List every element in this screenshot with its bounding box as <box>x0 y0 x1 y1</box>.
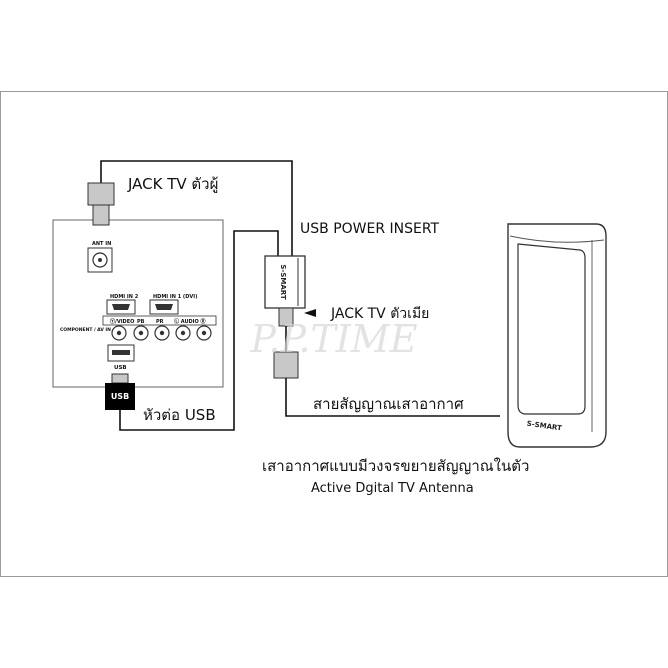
usb-power-insert-brand: S-SMART <box>279 264 287 299</box>
ant-in-label: ANT IN <box>92 241 111 247</box>
jack-tv-female-arrow <box>304 309 316 317</box>
jack-tv-male-plug <box>87 182 115 206</box>
pr-label: PR <box>156 319 164 325</box>
cable-jack-to-insert <box>100 160 293 258</box>
component-av-in-label: COMPONENT / AV IN <box>60 327 111 333</box>
jack-tv-female-plug <box>273 351 299 379</box>
label-usb-power-insert: USB POWER INSERT <box>300 221 440 237</box>
pb-label: PB <box>137 319 145 325</box>
watermark: P.P.TIME <box>250 317 418 361</box>
tv-usb-port-slot <box>112 350 130 355</box>
hdmi-in-1-label: HDMI IN 1 (DVI) <box>153 294 197 300</box>
pb-jack-pin <box>138 330 144 336</box>
usb-plug-metal <box>111 373 129 384</box>
tv-usb-label: USB <box>114 365 127 371</box>
audio-r-jack-pin <box>201 330 207 336</box>
pr-jack-pin <box>159 330 165 336</box>
video-label: Ⓨ/VIDEO <box>110 318 134 325</box>
label-jack-tv-male: JACK TV ตัวผู้ <box>128 175 219 193</box>
hdmi-in-2-slot <box>112 304 130 310</box>
component-av-strip <box>102 315 217 326</box>
antenna-top-rim <box>509 235 605 243</box>
audio-r-jack <box>196 325 212 341</box>
caption-english: Active Dgital TV Antenna <box>311 481 474 496</box>
label-usb-connector: หัวต่อ USB <box>143 406 216 424</box>
jack-tv-male-neck <box>92 204 110 226</box>
caption-thai: เสาอากาศแบบมีวงจรขยายสัญญาณในตัว <box>262 457 530 475</box>
ant-in-ring <box>92 252 108 268</box>
ant-in-socket <box>87 247 113 273</box>
audio-l-jack-pin <box>180 330 186 336</box>
tv-rear-panel <box>52 219 224 388</box>
cable-antenna <box>285 378 500 417</box>
video-jack-pin <box>116 330 122 336</box>
tv-usb-port <box>107 344 135 362</box>
label-jack-tv-female: JACK TV ตัวเมีย <box>331 306 430 322</box>
antenna-face <box>517 243 586 415</box>
antenna-body <box>507 223 607 448</box>
hdmi-in-1-port <box>149 299 179 315</box>
audio-l-jack <box>175 325 191 341</box>
hdmi-in-2-label: HDMI IN 2 <box>110 294 139 300</box>
hdmi-in-1-slot <box>155 304 173 310</box>
label-antenna-cable: สายสัญญาณเสาอากาศ <box>313 395 464 413</box>
pr-jack <box>154 325 170 341</box>
cable-usb-to-insert <box>119 230 279 431</box>
ant-in-pin <box>98 258 102 262</box>
audio-label: Ⓛ AUDIO Ⓡ <box>174 318 206 325</box>
video-jack <box>111 325 127 341</box>
pb-jack <box>133 325 149 341</box>
usb-plug-label: USB <box>111 392 129 401</box>
hdmi-in-2-port <box>106 299 136 315</box>
usb-plug-body <box>105 383 135 410</box>
